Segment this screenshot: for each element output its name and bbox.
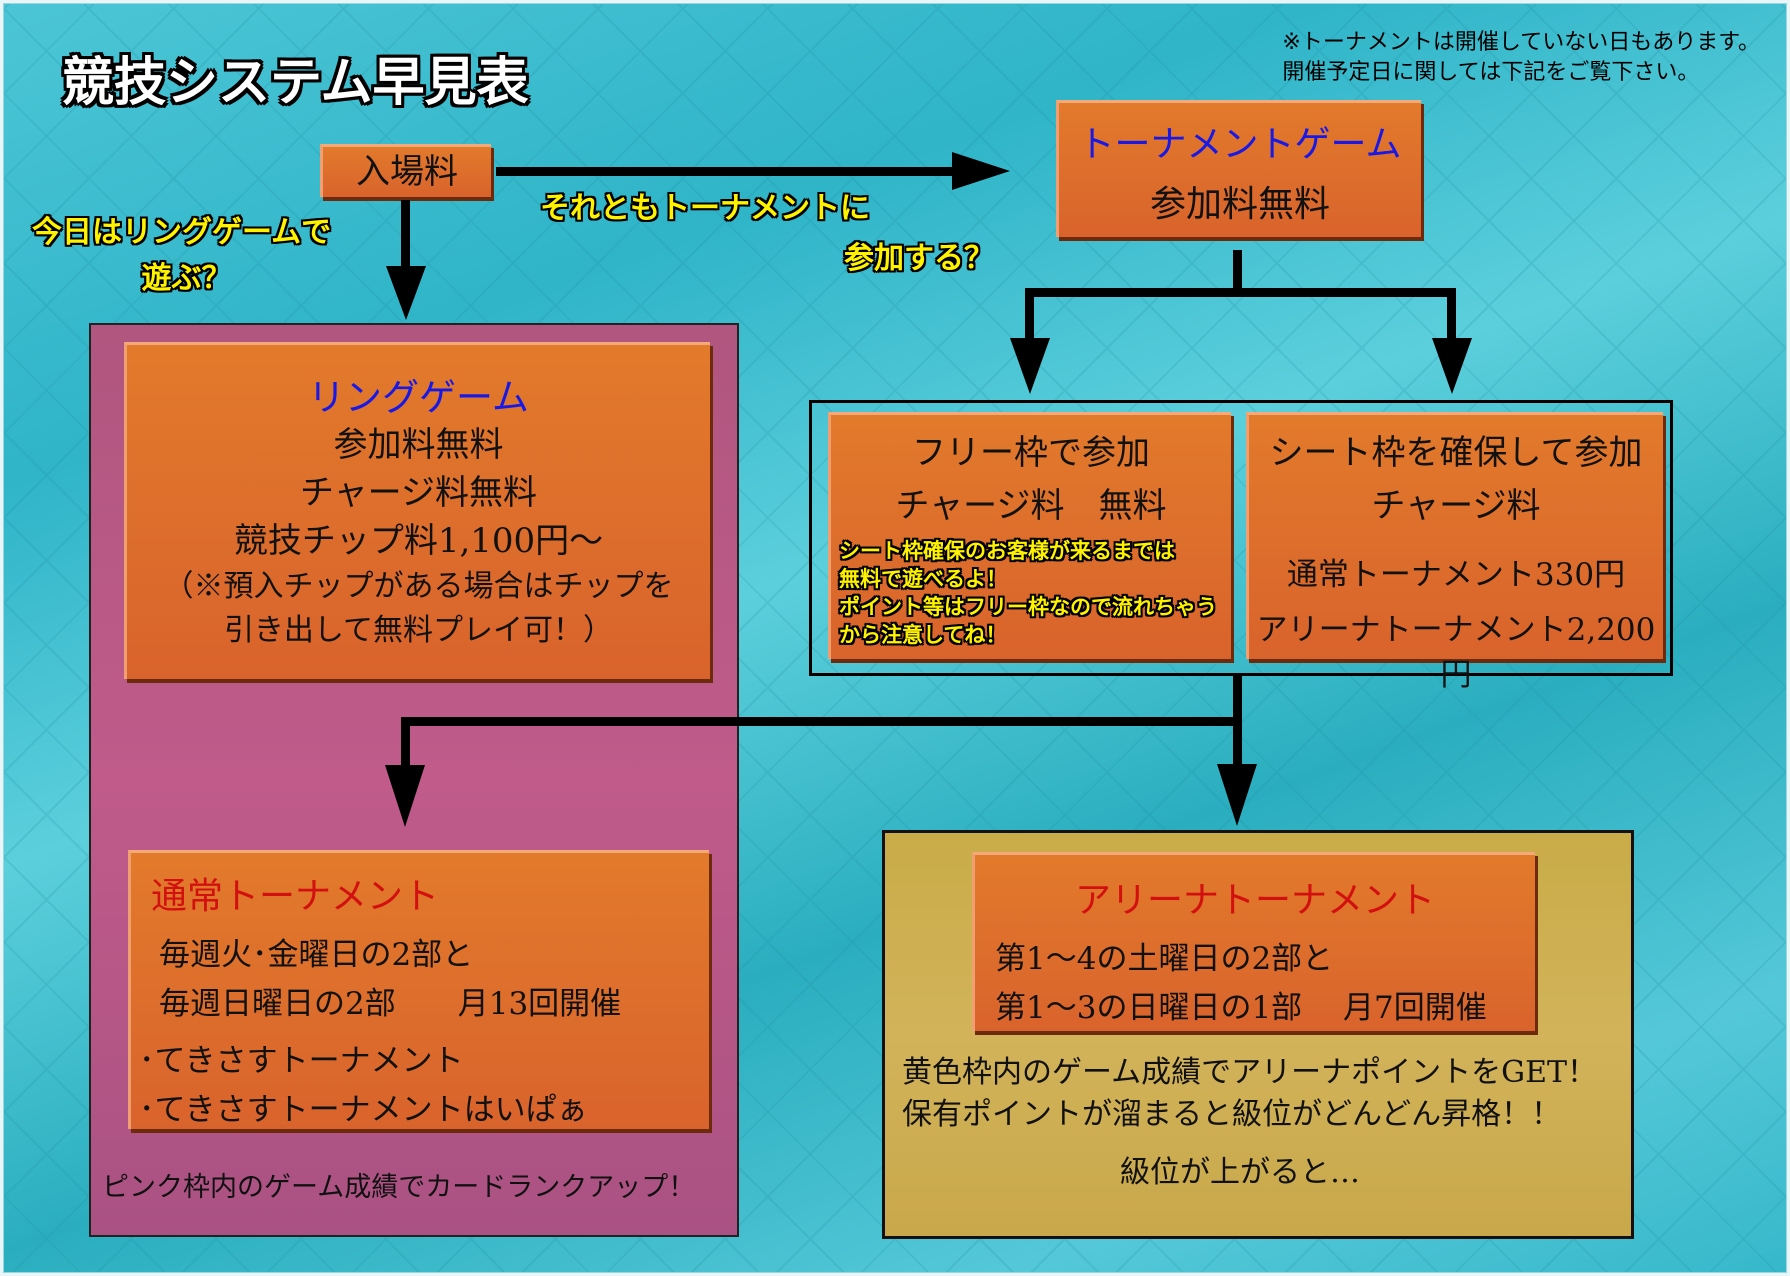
tournament-game-fee: 参加料無料 bbox=[1149, 184, 1330, 225]
merge-bar bbox=[401, 717, 1242, 726]
arrow-to-tournament-shaft bbox=[496, 167, 956, 176]
ring-question-line2: 遊ぶ？ bbox=[141, 261, 232, 296]
entry-fee-box: 入場料 bbox=[320, 144, 491, 197]
normal-tournament-box: 通常トーナメント 毎週火･金曜日の2部と 毎週日曜日の2部 月13回開催 ･てき… bbox=[128, 850, 709, 1129]
normal-tournament-schedule-1: 毎週火･金曜日の2部と bbox=[159, 937, 474, 973]
arena-tournament-schedule-2: 第1～3の日曜日の1部 月7回開催 bbox=[995, 990, 1487, 1026]
split-left-head bbox=[1010, 338, 1050, 394]
free-slot-note-0: シート枠確保のお客様が来るまでは bbox=[839, 539, 1175, 563]
arrow-to-ring-head bbox=[386, 266, 426, 320]
free-slot-box: フリー枠で参加 チャージ料 無料 シート枠確保のお客様が来るまでは 無料で遊べる… bbox=[828, 412, 1231, 659]
ring-question-line1: 今日はリングゲームで bbox=[32, 215, 332, 250]
free-slot-note-1: 無料で遊べるよ！ bbox=[839, 567, 1007, 591]
pink-panel-note: ピンク枠内のゲーム成績でカードランクアップ！ bbox=[102, 1172, 696, 1203]
merge-left-shaft bbox=[401, 717, 410, 767]
tournament-question-line2: 参加する？ bbox=[844, 241, 994, 276]
slot-options-outline bbox=[809, 400, 1673, 676]
ring-game-line-4: 引き出して無料プレイ可！） bbox=[223, 613, 614, 648]
seat-slot-line1: シート枠を確保して参加 bbox=[1269, 433, 1643, 473]
seat-slot-box: シート枠を確保して参加 チャージ料 通常トーナメント330円 アリーナトーナメン… bbox=[1246, 412, 1663, 693]
arena-tournament-schedule-1: 第1～4の土曜日の2部と bbox=[995, 941, 1334, 977]
yellow-note-line1: 黄色枠内のゲーム成績でアリーナポイントをGET！ bbox=[902, 1055, 1597, 1090]
yellow-note-line3: 級位が上がると… bbox=[1120, 1155, 1360, 1190]
ring-game-line-0: 参加料無料 bbox=[333, 425, 504, 465]
yellow-panel-note: 黄色枠内のゲーム成績でアリーナポイントをGET！ 保有ポイントが溜まると級位がど… bbox=[902, 1052, 1602, 1194]
split-right-shaft bbox=[1447, 288, 1456, 342]
normal-tournament-title: 通常トーナメント bbox=[151, 876, 440, 917]
ring-game-line-1: チャージ料無料 bbox=[300, 473, 537, 513]
merge-right-head bbox=[1217, 764, 1257, 826]
arena-tournament-box: アリーナトーナメント 第1～4の土曜日の2部と 第1～3の日曜日の1部 月7回開… bbox=[972, 852, 1535, 1031]
free-slot-note-2: ポイント等はフリー枠なので流れちゃう bbox=[839, 595, 1217, 619]
ring-game-line-3: （※預入チップがある場合はチップを bbox=[163, 569, 674, 604]
schedule-note: ※トーナメントは開催していない日もあります。 開催予定日に関しては下記をご覧下さ… bbox=[1282, 28, 1760, 88]
arrow-to-tournament-head bbox=[952, 152, 1010, 190]
seat-slot-price-1: アリーナトーナメント2,200円 bbox=[1256, 612, 1656, 693]
schedule-note-line1: ※トーナメントは開催していない日もあります。 bbox=[1282, 30, 1760, 55]
ring-game-line-2: 競技チップ料1,100円～ bbox=[233, 521, 604, 561]
split-left-shaft bbox=[1025, 288, 1034, 342]
normal-tournament-item-0: ･てきさすトーナメント bbox=[139, 1043, 464, 1079]
yellow-note-line2: 保有ポイントが溜まると級位がどんどん昇格！！ bbox=[902, 1097, 1562, 1132]
page-title: 競技システム早見表 bbox=[62, 53, 529, 113]
merge-left-head bbox=[385, 765, 425, 827]
arrow-to-ring-shaft bbox=[401, 200, 410, 270]
free-slot-note-3: から注意してね！ bbox=[839, 623, 1007, 647]
merge-stem bbox=[1233, 676, 1242, 796]
arena-tournament-title: アリーナトーナメント bbox=[1074, 880, 1435, 921]
seat-slot-line2: チャージ料 bbox=[1371, 486, 1541, 526]
tournament-question: それともトーナメントに 参加する？ bbox=[540, 184, 994, 284]
split-right-head bbox=[1432, 338, 1472, 394]
normal-tournament-item-1: ･てきさすトーナメントはいぱぁ bbox=[139, 1092, 588, 1128]
free-slot-line2: チャージ料 無料 bbox=[895, 486, 1167, 526]
ring-game-box: リングゲーム 参加料無料 チャージ料無料 競技チップ料1,100円～ （※預入チ… bbox=[124, 342, 710, 679]
tournament-game-title: トーナメントゲーム bbox=[1078, 124, 1402, 165]
tournament-game-box: トーナメントゲーム 参加料無料 bbox=[1056, 100, 1421, 237]
schedule-note-line2: 開催予定日に関しては下記をご覧下さい。 bbox=[1282, 60, 1700, 85]
free-slot-notes: シート枠確保のお客様が来るまでは 無料で遊べるよ！ ポイント等はフリー枠なので流… bbox=[831, 537, 1231, 649]
tournament-question-line1: それともトーナメントに bbox=[540, 191, 870, 226]
entry-fee-label: 入場料 bbox=[356, 152, 458, 192]
ring-game-title: リングゲーム bbox=[308, 376, 529, 419]
ring-question: 今日はリングゲームで 遊ぶ？ bbox=[32, 210, 331, 302]
split-bar bbox=[1025, 288, 1456, 297]
split-stem bbox=[1233, 250, 1242, 294]
free-slot-line1: フリー枠で参加 bbox=[912, 433, 1150, 473]
seat-slot-price-0: 通常トーナメント330円 bbox=[1286, 557, 1626, 593]
normal-tournament-schedule-2: 毎週日曜日の2部 月13回開催 bbox=[159, 986, 622, 1022]
